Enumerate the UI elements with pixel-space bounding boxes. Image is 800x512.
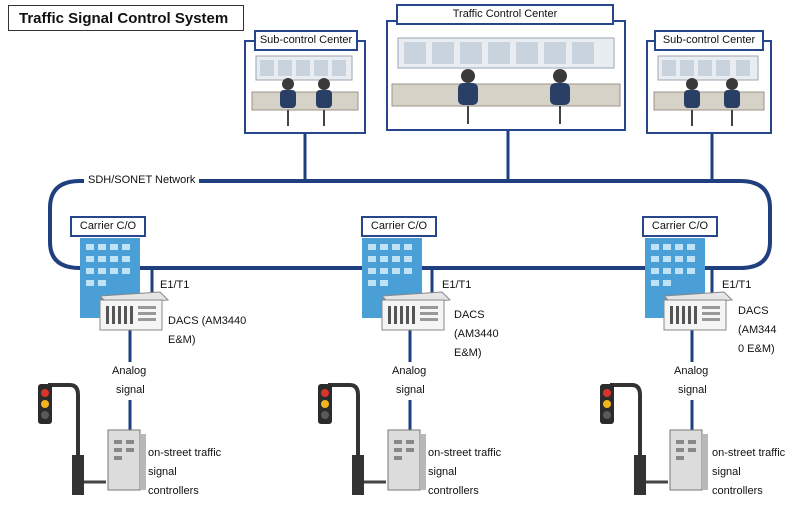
analog-label-line-2: signal xyxy=(116,381,145,400)
traffic-light-icon-2 xyxy=(318,383,386,495)
dacs-label-line-2: (AM3440 xyxy=(454,328,499,340)
sdh-sonet-network-ring xyxy=(48,179,772,270)
traffic-light-icon-3 xyxy=(600,383,668,495)
dacs-label-line-3: 0 E&M) xyxy=(738,343,775,355)
controller-label-line-3: controllers xyxy=(148,485,199,497)
analog-label-line-2: signal xyxy=(396,381,425,400)
dacs-label-line-1: DACS xyxy=(454,309,485,321)
dacs-device-icon-1 xyxy=(98,291,170,331)
sub-control-center-left-label: Sub-control Center xyxy=(254,30,358,51)
controller-label-line-1: on-street traffic xyxy=(712,447,786,459)
controller-label-line-2: signal xyxy=(712,466,741,478)
carrier-co-label-3: Carrier C/O xyxy=(642,216,718,237)
controller-label-line-2: signal xyxy=(428,466,457,478)
controller-cabinet-icon-2 xyxy=(387,429,426,491)
sub-control-center-left-frame xyxy=(244,40,366,134)
controller-label-line-3: controllers xyxy=(712,485,763,497)
dacs-label-line-2: (AM344 xyxy=(738,324,777,336)
diagram-title: Traffic Signal Control System xyxy=(8,5,244,31)
dacs-device-icon-3 xyxy=(662,291,734,331)
dacs-label-line-3: E&M) xyxy=(454,347,482,359)
operator-room-illustration xyxy=(251,55,359,126)
operator-room-illustration xyxy=(653,55,765,126)
traffic-control-center-frame xyxy=(386,20,626,131)
controller-cabinet-icon-1 xyxy=(107,429,146,491)
sub-control-center-right-label: Sub-control Center xyxy=(654,30,764,51)
controller-label-line-1: on-street traffic xyxy=(148,447,222,459)
analog-label-line-1: Analog xyxy=(392,362,427,381)
e1t1-label-3: E1/T1 xyxy=(722,279,752,291)
e1t1-label-1: E1/T1 xyxy=(160,279,190,291)
controller-cabinet-icon-3 xyxy=(669,429,708,491)
controller-label-line-2: signal xyxy=(148,466,177,478)
carrier-co-label-1: Carrier C/O xyxy=(70,216,146,237)
dacs-label-line-2: E&M) xyxy=(168,334,196,346)
controller-label-line-1: on-street traffic xyxy=(428,447,502,459)
e1t1-label-2: E1/T1 xyxy=(442,279,472,291)
traffic-light-icon-1 xyxy=(38,383,106,495)
controller-label-line-3: controllers xyxy=(428,485,479,497)
analog-label-line-2: signal xyxy=(678,381,707,400)
analog-label-line-1: Analog xyxy=(674,362,709,381)
sub-control-center-right-frame xyxy=(646,40,772,134)
dacs-device-icon-2 xyxy=(380,291,452,331)
traffic-control-center-label: Traffic Control Center xyxy=(396,4,614,25)
dacs-label-line-1: DACS (AM3440 xyxy=(168,315,247,327)
network-label: SDH/SONET Network xyxy=(84,171,200,190)
carrier-co-label-2: Carrier C/O xyxy=(361,216,437,237)
operator-room-illustration xyxy=(391,37,621,124)
analog-label-line-1: Analog xyxy=(112,362,147,381)
dacs-label-line-1: DACS xyxy=(738,305,769,317)
